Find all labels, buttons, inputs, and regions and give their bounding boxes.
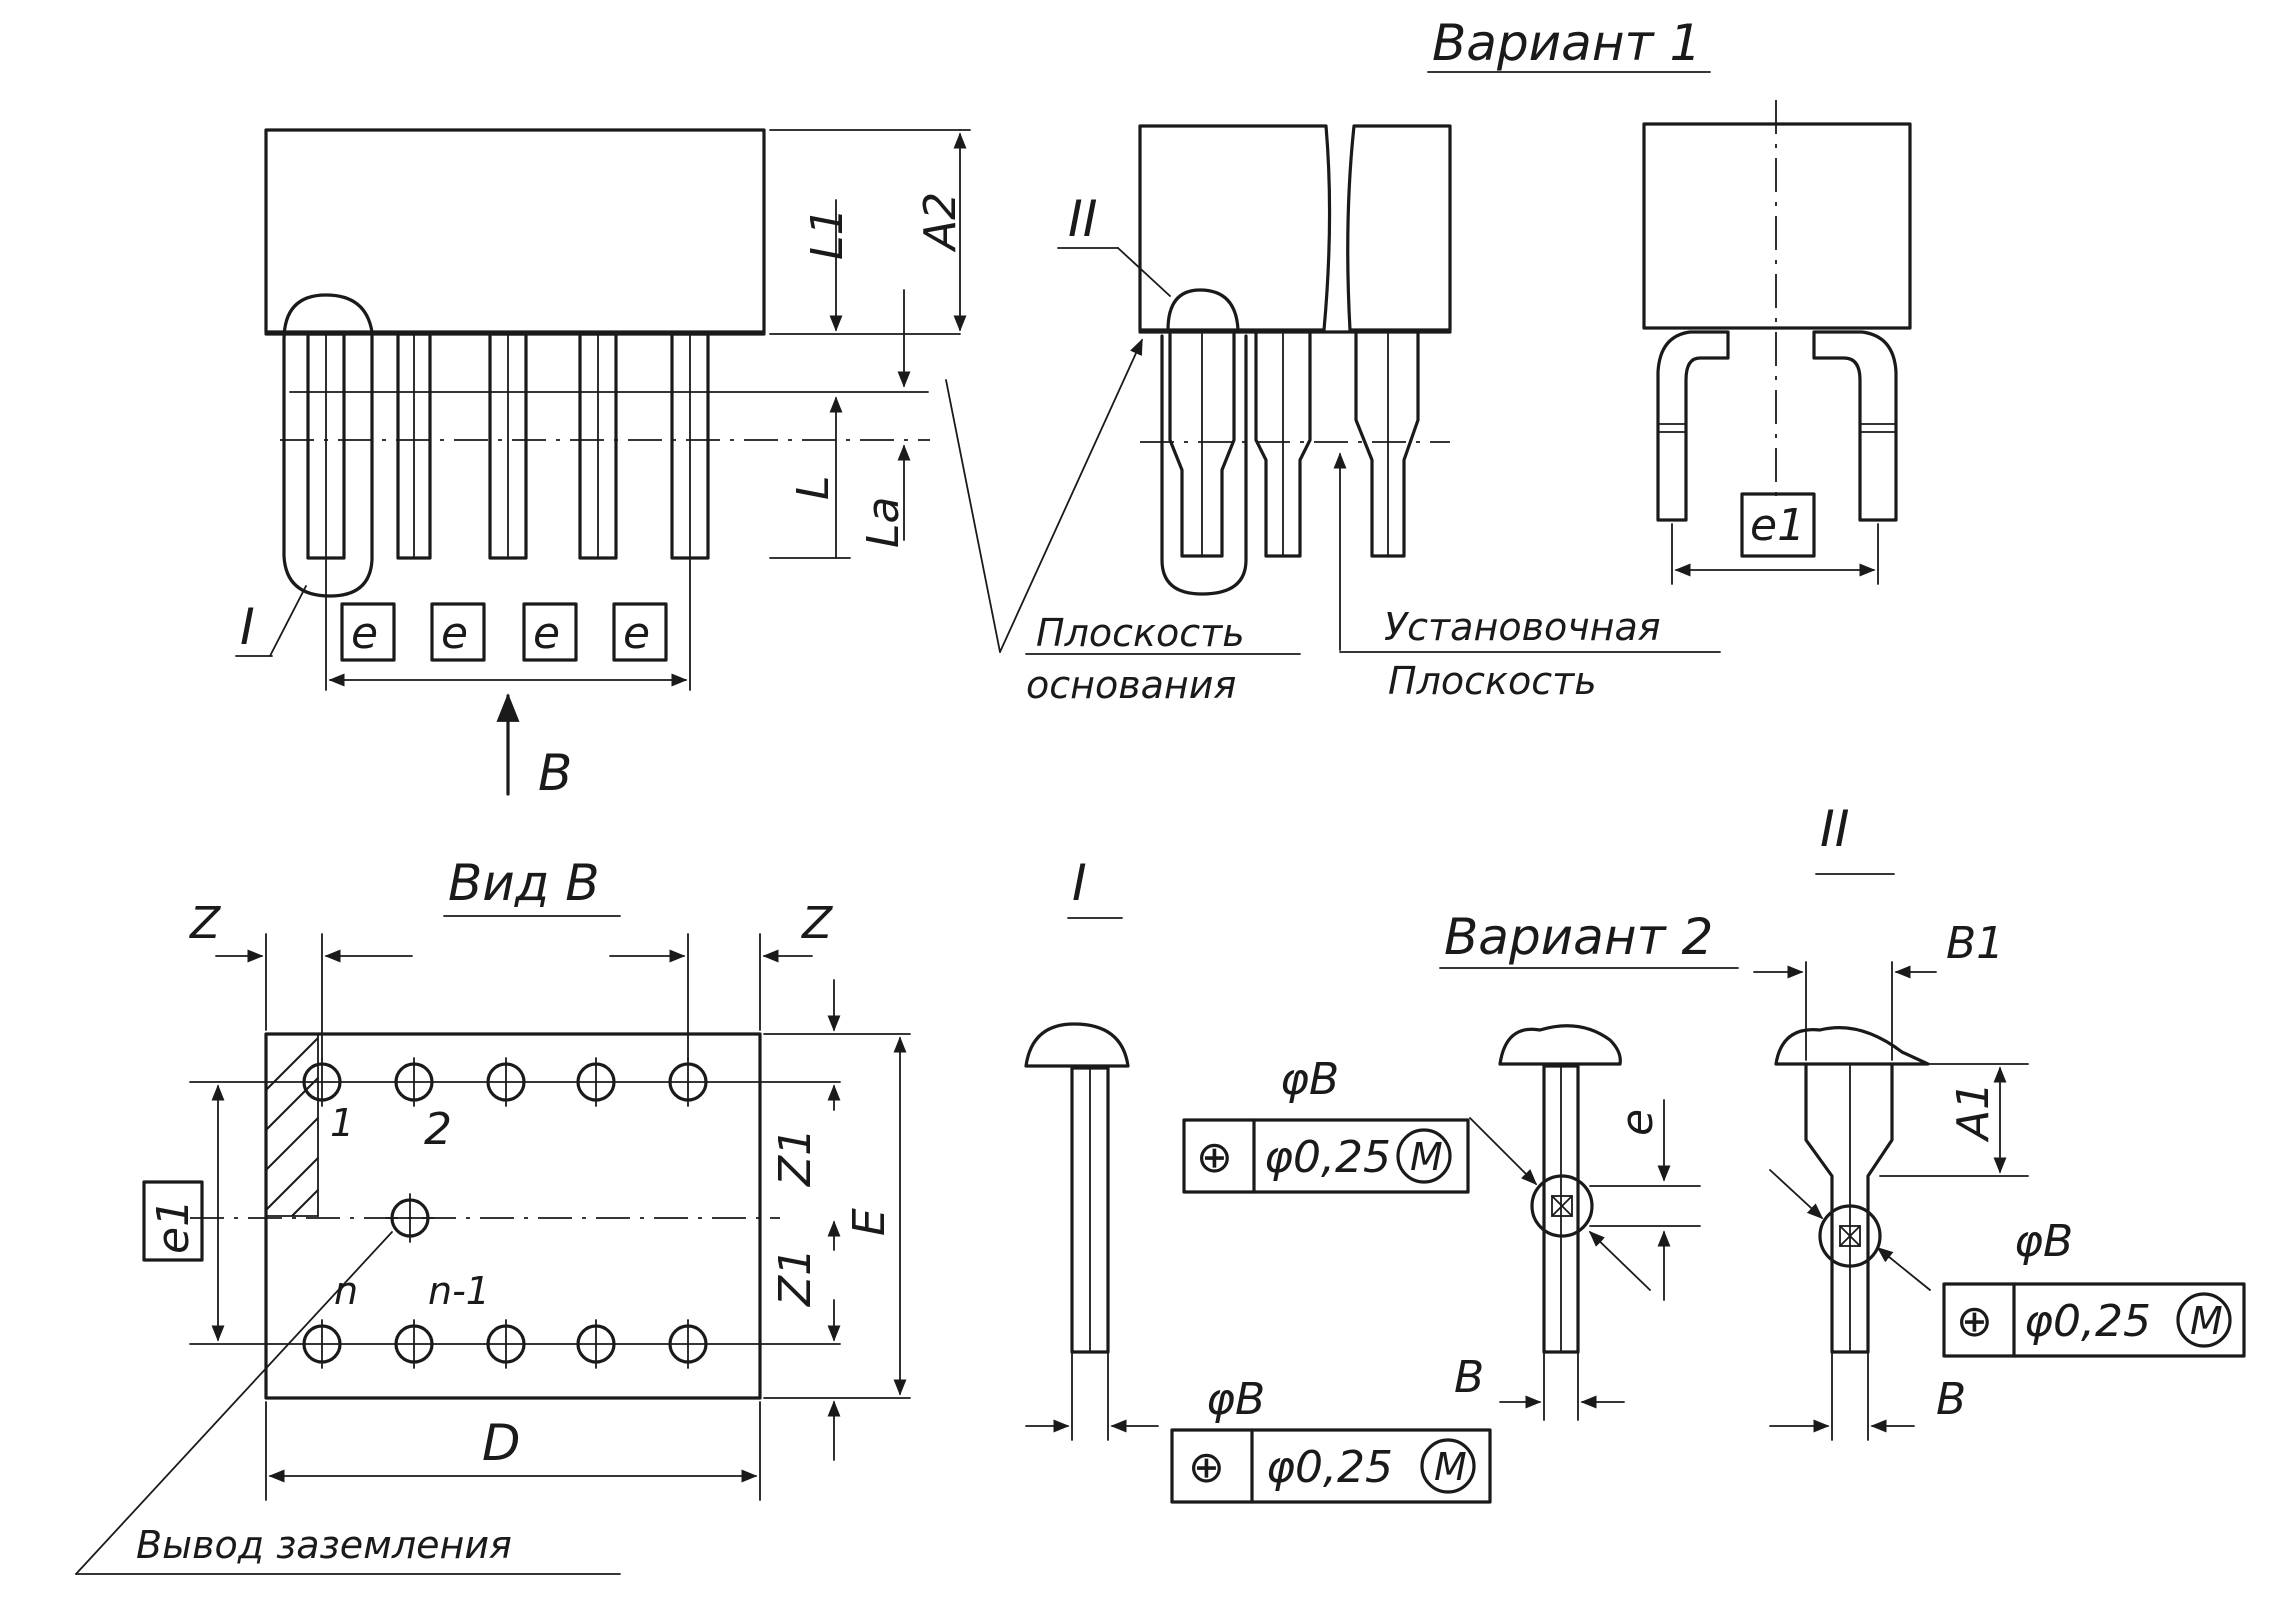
svg-text:M: M xyxy=(1410,1135,1443,1179)
svg-text:φ0,25: φ0,25 xyxy=(2024,1296,2151,1347)
tolerance-frame-right: φВ ⊕ φ0,25 M xyxy=(1942,1216,2246,1358)
dim-A1: A1 xyxy=(1948,1082,1999,1143)
dim-L: L xyxy=(788,475,839,500)
detail-1-view xyxy=(1024,1022,1159,1441)
end-view: e1 xyxy=(1642,100,1912,585)
svg-text:φ0,25: φ0,25 xyxy=(1264,1132,1391,1183)
tolerance-frame-middle: φВ ⊕ φ0,25 M xyxy=(1182,1054,1470,1194)
dim-D: D xyxy=(482,1414,521,1472)
mount-plane-label-1: Установочная xyxy=(1384,605,1661,649)
detail-2-marker: II xyxy=(1068,190,1098,248)
dim-Z1-lower: Z1 xyxy=(770,1248,821,1307)
pin-label-n-1: n-1 xyxy=(428,1269,490,1313)
svg-text:M: M xyxy=(2190,1299,2223,1343)
dim-Z-left: Z xyxy=(189,898,221,949)
dim-E: E xyxy=(844,1208,895,1236)
mount-plane-label-2: Плоскость xyxy=(1388,659,1597,703)
pin-label-2: 2 xyxy=(424,1104,452,1155)
pin-row xyxy=(306,332,710,560)
base-plane-label-1: Плоскость xyxy=(1036,611,1245,655)
svg-text:⊕: ⊕ xyxy=(1196,1132,1233,1183)
pin-holes-top xyxy=(189,1057,841,1107)
bottom-view: 1 2 n n-1 Z Z e1 Z1 Z1 E D xyxy=(75,898,911,1575)
tolerance-header-right: φВ xyxy=(2014,1216,2073,1267)
svg-text:e: e xyxy=(533,608,560,659)
detail-2-title: II xyxy=(1820,800,1850,858)
svg-text:⊕: ⊕ xyxy=(1188,1442,1225,1493)
variant-2-view: e B xyxy=(1454,1024,1701,1421)
dim-La: La xyxy=(858,497,909,548)
dim-Z1-upper: Z1 xyxy=(770,1128,821,1187)
front-view: L1 A2 L La e e e e I В xyxy=(235,128,971,802)
svg-text:M: M xyxy=(1434,1445,1467,1489)
base-plane-label-2: основания xyxy=(1026,663,1236,707)
tolerance-header-middle: φВ xyxy=(1280,1054,1339,1105)
variant-2-title: Вариант 2 xyxy=(1444,908,1713,966)
variant-1-title: Вариант 1 xyxy=(1432,14,1701,72)
pin-holes-bottom xyxy=(189,1319,841,1369)
view-b-arrow-label: В xyxy=(538,744,572,802)
dim-B-detail-2: B xyxy=(1936,1374,1966,1425)
detail-2-view: B1 A1 B B xyxy=(1753,918,2029,1441)
pitch-dimensions: e e e e xyxy=(325,559,691,691)
dim-e1-end: e1 xyxy=(1750,500,1805,551)
detail-1-marker: I xyxy=(240,598,255,656)
svg-text:⊕: ⊕ xyxy=(1956,1296,1993,1347)
dim-e-variant-2: e xyxy=(1612,1109,1663,1136)
detail-1-title: I xyxy=(1072,854,1087,912)
dim-B1: B1 xyxy=(1946,918,2004,969)
svg-text:e: e xyxy=(441,608,468,659)
view-b-title: Вид В xyxy=(448,854,600,912)
svg-text:φ0,25: φ0,25 xyxy=(1266,1442,1393,1493)
dim-A2: A2 xyxy=(915,192,966,253)
side-view: II Плоскость основания Установочная Плос… xyxy=(945,124,1721,707)
dim-Z-right: Z xyxy=(801,898,833,949)
ground-lead-label: Вывод заземления xyxy=(136,1523,512,1567)
pin-label-1: 1 xyxy=(330,1101,354,1145)
tolerance-frame-bottom: φВ ⊕ φ0,25 M xyxy=(1170,1374,1492,1504)
dim-e1-view-b: e1 xyxy=(148,1199,199,1254)
svg-text:e: e xyxy=(351,608,378,659)
dim-B-variant-2: B xyxy=(1454,1352,1484,1403)
svg-text:e: e xyxy=(623,608,650,659)
tolerance-header-bottom: φВ xyxy=(1206,1374,1265,1425)
dim-L1: L1 xyxy=(802,207,853,260)
